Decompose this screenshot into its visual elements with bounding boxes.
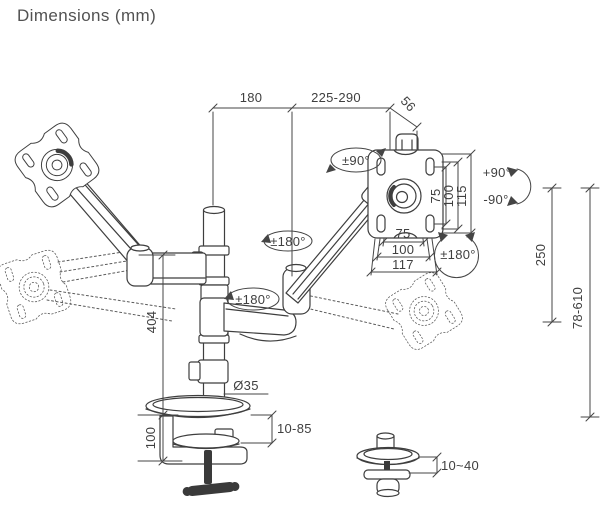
dim-vesa-height-mid: 100: [441, 185, 456, 208]
dim-head-rotation: ±180°: [440, 247, 476, 262]
right-vesa-plate: [367, 133, 444, 239]
dim-vesa-width-mid: 100: [392, 242, 415, 257]
dim-head-swivel: ±90°: [342, 153, 370, 168]
dim-pole-diameter: Ø35: [233, 378, 258, 393]
right-ghost-vesa-plate: [301, 268, 467, 354]
dim-clamp-body-height: 100: [143, 427, 158, 450]
left-vesa-plate: [10, 118, 104, 212]
dim-desk-thickness-clamp: 10-85: [277, 421, 312, 436]
dimension-lines: [137, 103, 600, 478]
lower-arm: [199, 297, 297, 342]
dim-height-range: 78-610: [570, 287, 585, 329]
dim-arm-reach-rear: 180: [240, 90, 263, 105]
lower-arm-rotation-symbol: [224, 287, 280, 311]
grommet-mount: [356, 432, 420, 498]
upper-arm-rotation-symbol: [261, 230, 313, 252]
dim-pole-height: 404: [144, 311, 159, 334]
dim-lower-arm-rotation: ±180°: [235, 292, 271, 307]
dim-tilt-up: +90°: [483, 165, 511, 180]
desk-clamp: [145, 394, 251, 497]
dim-upper-arm-rotation: ±180°: [270, 234, 306, 249]
dim-gas-lift-travel: 250: [533, 244, 548, 267]
tilt-symbol: [507, 167, 532, 206]
dim-vesa-height-outer: 115: [454, 185, 469, 207]
dim-arm-reach-front: 225-290: [311, 90, 361, 105]
dim-vesa-width-inner: 75: [395, 226, 410, 241]
dim-head-offset: 56: [398, 93, 419, 114]
dim-vesa-height-inner: 75: [428, 188, 443, 203]
page-title: Dimensions (mm): [17, 6, 156, 25]
head-swivel-symbol: [326, 147, 386, 173]
head-rotation-symbol: [434, 232, 479, 279]
rotation-symbols: [224, 147, 532, 311]
dim-desk-thickness-grommet: 10~40: [441, 458, 479, 473]
dim-vesa-width-outer: 117: [392, 257, 414, 272]
dim-tilt-down: -90°: [483, 192, 508, 207]
